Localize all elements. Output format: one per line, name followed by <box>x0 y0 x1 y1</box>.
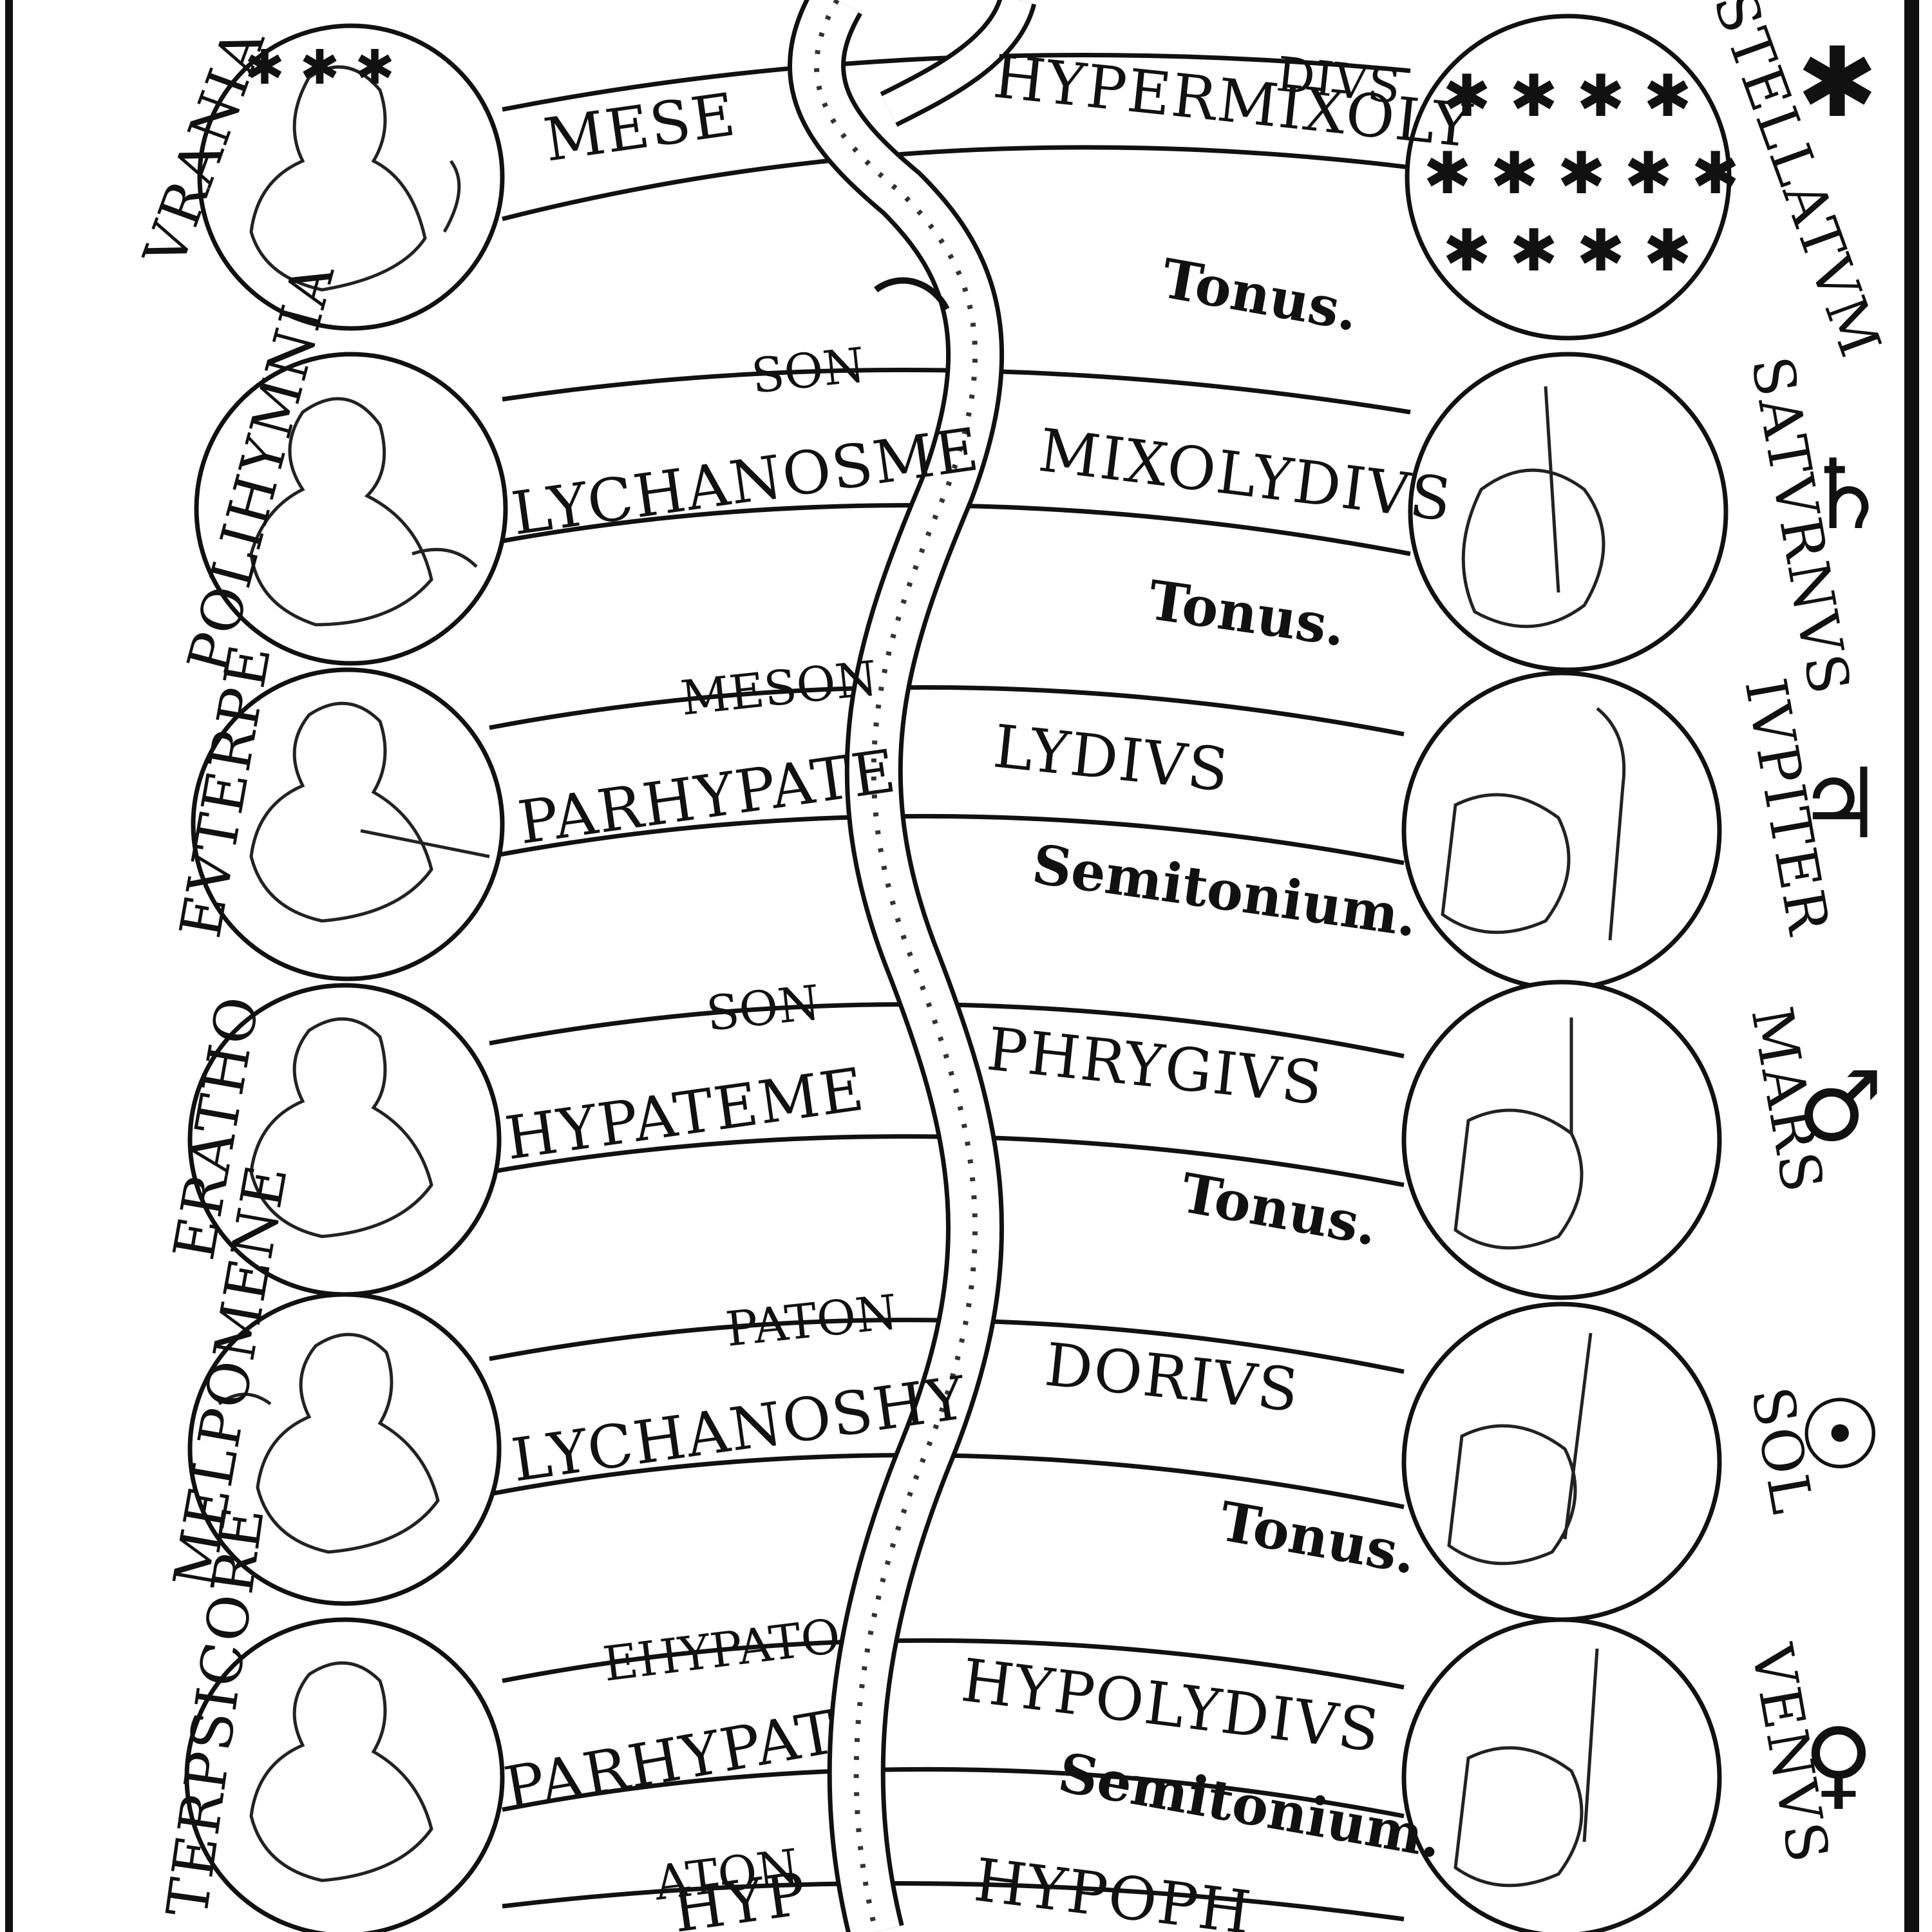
note-name-upper: PATON <box>723 1284 900 1357</box>
band-top-3 <box>489 685 1405 737</box>
planet-medallion-saturnus <box>1408 352 1728 672</box>
planet-medallion-iupiter <box>1401 670 1722 991</box>
planet-medallions: ✱ ✱ ✱ ✱ ✱ ✱ ✱ ✱ ✱ ✱ ✱ ✱ ✱ <box>1401 14 1739 1932</box>
band-bot-6 <box>502 1766 1405 1819</box>
saturn-symbol-icon: ♄ <box>1803 439 1889 551</box>
note-name-lower: PARHYPAT <box>499 1698 842 1824</box>
note-name-upper: SON <box>749 337 867 404</box>
muse-medallion-2 <box>194 352 508 666</box>
svg-text:✱ ✱ ✱: ✱ ✱ ✱ <box>245 40 395 95</box>
planet-medallion-stellatum: ✱ ✱ ✱ ✱ ✱ ✱ ✱ ✱ ✱ ✱ ✱ ✱ ✱ <box>1405 14 1739 341</box>
planet-medallion-venus <box>1401 1617 1722 1932</box>
interval-label: Semitonium. <box>1028 832 1421 949</box>
mode-name: DORIVS <box>1042 1330 1303 1425</box>
jupiter-symbol-icon: ♃ <box>1797 748 1883 860</box>
muse-medallions: ✱ ✱ ✱ <box>184 23 508 1932</box>
svg-text:✱ ✱ ✱ ✱: ✱ ✱ ✱ ✱ <box>1443 217 1692 285</box>
muse-medallion-1: ✱ ✱ ✱ <box>197 23 505 331</box>
planet-medallion-sol <box>1401 1302 1722 1622</box>
interval-label: Semitonium. <box>1054 1740 1447 1870</box>
muse-medallion-4 <box>187 983 502 1297</box>
venus-symbol-icon: ♀ <box>1803 1708 1874 1820</box>
mars-symbol-icon: ♂ <box>1797 1051 1883 1163</box>
serpent <box>788 0 1037 1932</box>
note-name-upper: SON <box>704 975 822 1042</box>
band-top-2 <box>502 368 1411 415</box>
interval-label: Tonus. <box>1144 568 1349 659</box>
note-name-upper: EHYPATO <box>600 1608 844 1692</box>
mode-name: HYPOLYDIVS <box>958 1646 1384 1766</box>
sun-symbol-icon: ☉ <box>1797 1379 1883 1492</box>
band-bot-3 <box>489 813 1405 866</box>
band-top-6 <box>502 1638 1405 1690</box>
mode-name: LYDIVS <box>990 712 1233 805</box>
planet-medallion-mars <box>1401 980 1722 1300</box>
stars-icon: ✱ <box>1797 27 1878 139</box>
note-name-lower: HYPATEME <box>501 1055 869 1173</box>
muse-medallion-5 <box>187 1292 502 1606</box>
svg-text:✱ ✱ ✱ ✱: ✱ ✱ ✱ ✱ <box>1443 62 1692 130</box>
note-name-lower: PARHYPATE <box>514 737 901 858</box>
row-3: MESON PARHYPATE LYDIVS Semitonium. <box>514 650 1421 949</box>
note-name-lower: MESE <box>540 80 741 175</box>
row-6: EHYPATO PARHYPAT HYPOLYDIVS Semitonium. <box>499 1608 1446 1870</box>
mode-name: HYPOPH <box>971 1846 1255 1932</box>
interval-label: Tonus. <box>1157 246 1363 343</box>
band-top-7 <box>502 1880 1405 1922</box>
mode-name: MIXOLYDIVS <box>1035 416 1456 535</box>
mode-name-top: DIVS <box>1274 46 1403 115</box>
muse-medallion-6 <box>184 1617 505 1932</box>
planet-symbols: ✱ ♄ ♃ ♂ ☉ ♀ <box>1797 27 1889 1820</box>
mode-name: PHRYGIVS <box>984 1014 1327 1118</box>
svg-text:✱ ✱ ✱ ✱ ✱: ✱ ✱ ✱ ✱ ✱ <box>1423 140 1739 207</box>
row-1: MESE DIVS HYPERMIXOLY Tonus. <box>540 42 1476 343</box>
muse-medallion-3 <box>191 667 505 981</box>
planet-names: STELLATVM SATVRNVS IVPITER MARS SOL VENV… <box>1700 0 1894 1869</box>
band-bot-1 <box>502 145 1411 222</box>
